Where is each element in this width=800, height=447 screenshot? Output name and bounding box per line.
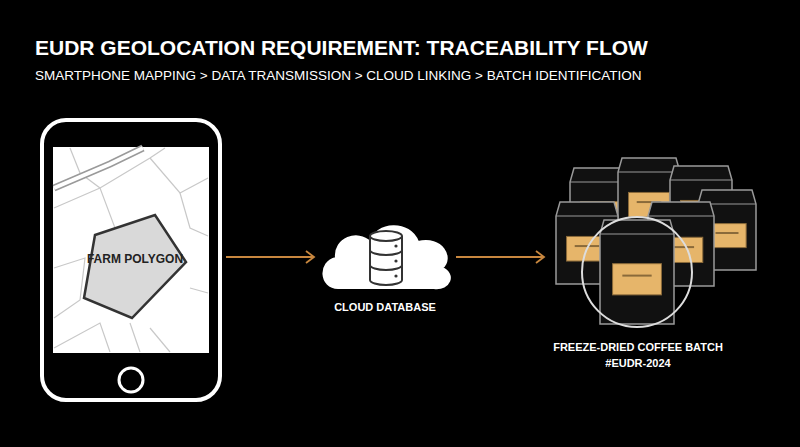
- map-road: [54, 148, 143, 188]
- node-text: FREEZE-DRIED COFFEE BATCH #EUDR-2024: [552, 340, 724, 372]
- batch-node: FREEZE-DRIED COFFEE BATCH #EUDR-2024: [548, 150, 763, 378]
- database-led: [394, 244, 397, 247]
- node-text: CLOUD DATABASE: [318, 300, 452, 316]
- farm-polygon-shape: [84, 215, 186, 318]
- map-street: [54, 323, 110, 352]
- map-street: [150, 158, 208, 193]
- map-street: [100, 188, 115, 228]
- phone-node: FARM POLYGON: [40, 118, 222, 402]
- highlight-circle: [582, 217, 692, 327]
- node-illustration: [318, 210, 452, 332]
- phone-screen: [54, 148, 208, 352]
- bag-label-line: [716, 232, 739, 234]
- bag-seal: [670, 179, 732, 180]
- map-street: [130, 323, 140, 352]
- arrow-line: [456, 256, 544, 258]
- database-led: [394, 259, 397, 262]
- home-button: [119, 368, 143, 392]
- map-street: [190, 288, 208, 293]
- cloud-node: CLOUD DATABASE: [318, 210, 452, 332]
- phone-body: [42, 120, 220, 400]
- bag-label-line: [622, 275, 651, 277]
- database-rings: [370, 250, 402, 270]
- map-street: [54, 148, 165, 208]
- bag-label: [613, 264, 662, 295]
- coffee-bag: [600, 220, 674, 324]
- map-road-core: [54, 148, 143, 188]
- database-body: [370, 236, 402, 285]
- bag-label-line: [575, 245, 600, 247]
- bag-seal: [600, 233, 674, 234]
- node-text: FARM POLYGON: [84, 251, 186, 268]
- map-street: [54, 258, 85, 318]
- bag-outline: [600, 220, 674, 324]
- map-streets: [54, 148, 208, 352]
- bag-seal: [648, 215, 714, 216]
- bag-seal: [618, 171, 680, 172]
- cloud-shape: [323, 226, 449, 288]
- database-icon: [370, 231, 402, 285]
- flow-arrow: [226, 251, 314, 263]
- map-street: [180, 193, 208, 236]
- arrow-line: [226, 256, 314, 258]
- database-led: [394, 274, 397, 277]
- diagram-title: EUDR GEOLOCATION REQUIREMENT: TRACEABILI…: [35, 36, 648, 60]
- arrow-head: [306, 251, 314, 263]
- arrow-head: [536, 251, 544, 263]
- subtitle-label: SMARTPHONE MAPPING > DATA TRANSMISSION >…: [35, 68, 641, 83]
- map-street: [150, 328, 170, 352]
- flow-arrow: [456, 251, 544, 263]
- database-top: [370, 231, 402, 241]
- bag-seal: [556, 215, 618, 216]
